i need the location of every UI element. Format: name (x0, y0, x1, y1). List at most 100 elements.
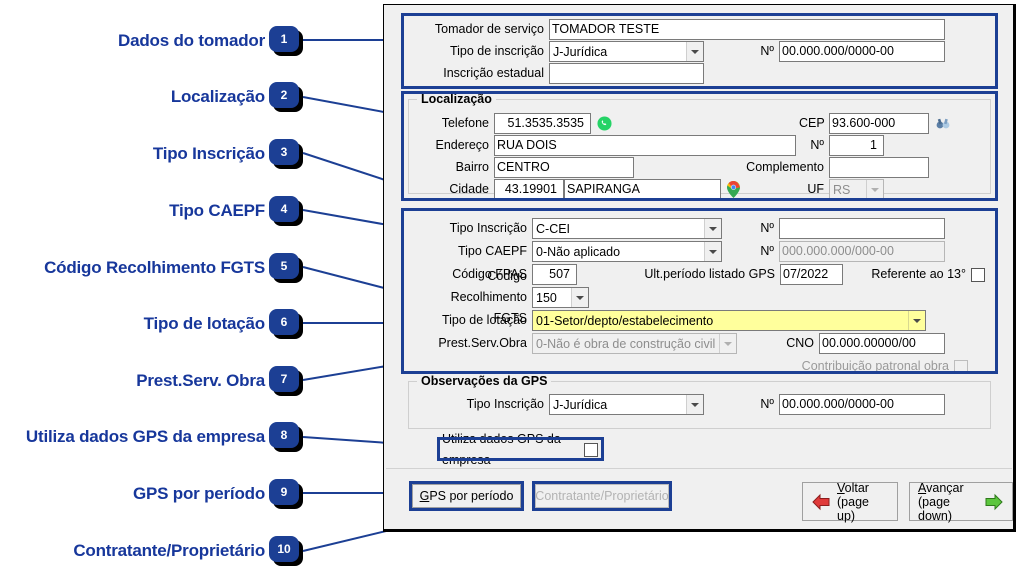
chevron-down-icon[interactable] (686, 395, 703, 414)
utiliza-gps-checkbox[interactable] (584, 442, 598, 457)
callout-4: Tipo CAEPF 4 (169, 196, 303, 226)
accesskey-g: G (419, 489, 430, 503)
gps-numero-input[interactable]: 00.000.000/0000-00 (779, 394, 945, 415)
tipo-lotacao-value: 01-Setor/depto/estabelecimento (536, 313, 714, 328)
group-observacoes-gps-title: Observações da GPS (417, 374, 552, 388)
cno-label: CNO (786, 336, 814, 350)
tomador-tipo-inscricao-label: Tipo de inscrição (449, 44, 544, 58)
chevron-down-icon[interactable] (704, 242, 721, 261)
telefone-label: Telefone (441, 116, 489, 130)
callout-10-label: Contratante/Proprietário (73, 541, 265, 560)
row-codigo-fpas: Código FPAS 507 (414, 264, 577, 285)
tomador-nome-input[interactable]: TOMADOR TESTE (549, 19, 945, 40)
row-telefone: Telefone 51.3535.3535 (414, 113, 612, 134)
codigo-fpas-input[interactable]: 507 (532, 264, 577, 285)
tomador-inscricao-estadual-label: Inscrição estadual (443, 66, 544, 80)
uf-select[interactable]: RS (829, 179, 884, 200)
tipo-caepf-select[interactable]: 0-Não aplicado (532, 241, 722, 262)
complemento-input[interactable] (829, 157, 929, 178)
badge-number: 9 (269, 479, 299, 505)
telefone-input[interactable]: 51.3535.3535 (494, 113, 591, 134)
group-localizacao-title: Localização (417, 92, 496, 106)
callout-4-label: Tipo CAEPF (169, 201, 265, 220)
row-gps-numero: Nº 00.000.000/0000-00 (754, 394, 945, 415)
chevron-down-icon[interactable] (571, 288, 588, 307)
prest-serv-obra-value: 0-Não é obra de construção civil (536, 336, 716, 351)
avancar-sub: (page down) (918, 494, 953, 523)
referente-13-checkbox[interactable] (971, 267, 985, 282)
search-binoculars-icon[interactable] (935, 117, 951, 131)
endereco-numero-input[interactable]: 1 (829, 135, 884, 156)
badge-number: 8 (269, 422, 299, 448)
bairro-label: Bairro (455, 160, 489, 174)
accesskey-a: A (918, 480, 927, 495)
row-gps-tipo-inscricao: Tipo Inscrição J-Jurídica (414, 394, 704, 415)
tipo-lotacao-label: Tipo de lotação (441, 313, 527, 327)
codigo-fgts-select[interactable]: 150 (532, 287, 589, 308)
callout-1: Dados do tomador 1 (118, 26, 303, 56)
codigo-fgts-label: Código Recolhimento FGTS (450, 269, 527, 325)
badge-number: 4 (269, 196, 299, 222)
chevron-down-icon[interactable] (908, 311, 925, 330)
tipo-inscricao-value: C-CEI (536, 221, 571, 236)
row-complemento: Complemento (744, 157, 929, 178)
cno-input[interactable]: 00.000.00000/00 (819, 333, 945, 354)
chevron-down-icon[interactable] (686, 42, 703, 61)
cep-input[interactable]: 93.600-000 (829, 113, 929, 134)
gps-por-periodo-button[interactable]: GPS por período (412, 484, 521, 508)
row-tipo-inscricao: Tipo Inscrição C-CEI (414, 218, 722, 239)
callout-5-badge: 5 (269, 253, 303, 283)
badge-number: 1 (269, 26, 299, 52)
avancar-button[interactable]: Avançar (page down) (909, 480, 1013, 523)
endereco-input[interactable]: RUA DOIS (494, 135, 796, 156)
row-endereco-numero: Nº 1 (799, 135, 884, 156)
callout-6-label: Tipo de lotação (143, 314, 266, 333)
gps-tipo-inscricao-value: J-Jurídica (553, 397, 608, 412)
tipo-inscricao-numero-input[interactable] (779, 218, 945, 239)
contratante-proprietario-button[interactable]: Contratante/Proprietário (535, 484, 669, 508)
cidade-nome-input[interactable]: SAPIRANGA (564, 179, 721, 200)
row-referente-13: Referente ao 13° (871, 264, 985, 285)
voltar-rest: oltar (844, 480, 869, 495)
endereco-numero-label: Nº (810, 138, 824, 152)
callout-3: Tipo Inscrição 3 (153, 139, 303, 169)
callout-9: GPS por período 9 (133, 479, 303, 509)
row-tomador-numero: Nº 00.000.000/0000-00 (754, 41, 945, 62)
row-cidade: Cidade 43.19901 SAPIRANGA (414, 179, 740, 200)
whatsapp-icon[interactable] (597, 116, 612, 131)
codigo-fpas-label: Código FPAS (452, 267, 527, 281)
badge-number: 2 (269, 82, 299, 108)
callout-6: Tipo de lotação 6 (144, 309, 303, 339)
ult-periodo-input[interactable]: 07/2022 (780, 264, 843, 285)
tipo-inscricao-label: Tipo Inscrição (449, 221, 527, 235)
gps-tipo-inscricao-select[interactable]: J-Jurídica (549, 394, 704, 415)
bairro-input[interactable]: CENTRO (494, 157, 634, 178)
tipo-caepf-value: 0-Não aplicado (536, 244, 621, 259)
cidade-codigo-input[interactable]: 43.19901 (494, 179, 564, 200)
tomador-inscricao-estadual-input[interactable] (549, 63, 704, 84)
callout-7: Prest.Serv. Obra 7 (136, 366, 303, 396)
chevron-down-icon[interactable] (719, 334, 736, 353)
callout-5-label: Código Recolhimento FGTS (44, 258, 265, 277)
contribuicao-patronal-checkbox[interactable] (954, 359, 968, 374)
gps-por-periodo-rest: PS por período (429, 489, 514, 503)
row-tomador-nome: Tomador de serviço TOMADOR TESTE (414, 19, 945, 40)
prest-serv-obra-select[interactable]: 0-Não é obra de construção civil (532, 333, 737, 354)
callout-1-label: Dados do tomador (118, 31, 265, 50)
tomador-numero-input[interactable]: 00.000.000/0000-00 (779, 41, 945, 62)
ult-periodo-label: Ult.período listado GPS (644, 267, 775, 281)
map-pin-icon[interactable] (727, 181, 740, 198)
chevron-down-icon[interactable] (866, 180, 883, 199)
voltar-button[interactable]: Voltar (page up) (802, 480, 898, 523)
row-tipo-lotacao: Tipo de lotação 01-Setor/depto/estabelec… (414, 310, 926, 331)
utiliza-gps-label: Utiliza dados GPS da empresa (442, 431, 561, 467)
tipo-lotacao-select[interactable]: 01-Setor/depto/estabelecimento (532, 310, 926, 331)
tipo-caepf-numero-input[interactable]: 000.000.000/000-00 (779, 241, 945, 262)
callout-8-label: Utiliza dados GPS da empresa (25, 427, 265, 446)
badge-number: 7 (269, 366, 299, 392)
tomador-nome-label: Tomador de serviço (434, 22, 544, 36)
tomador-tipo-inscricao-select[interactable]: J-Jurídica (549, 41, 704, 62)
tipo-inscricao-select[interactable]: C-CEI (532, 218, 722, 239)
prest-serv-obra-label: Prest.Serv.Obra (438, 336, 527, 350)
chevron-down-icon[interactable] (704, 219, 721, 238)
